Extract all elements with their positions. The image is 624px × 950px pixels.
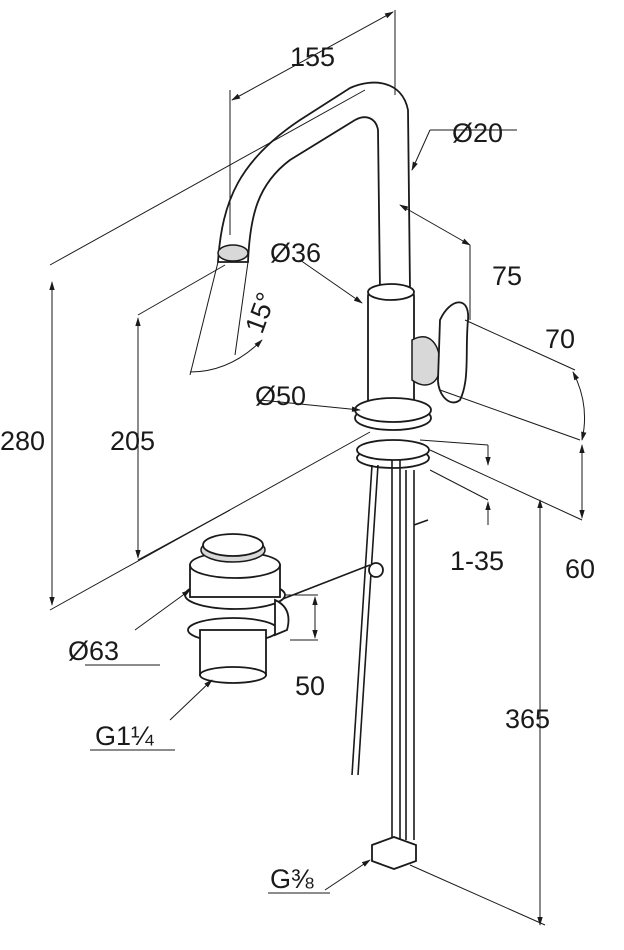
faucet-base <box>354 397 432 469</box>
label-hose-length: 365 <box>505 704 550 734</box>
label-deck-thickness: 1-35 <box>450 546 504 576</box>
label-spout-reach: 155 <box>290 42 335 72</box>
label-waste-thread: G1¼ <box>95 721 154 751</box>
label-handle-offset: 75 <box>492 261 522 291</box>
supply-hoses <box>279 460 429 870</box>
label-waste-height: 50 <box>295 671 325 701</box>
label-base-diameter: Ø50 <box>255 381 306 411</box>
pop-up-waste <box>184 533 290 684</box>
dimension-lines <box>49 10 587 926</box>
label-spout-diameter: Ø20 <box>452 118 503 148</box>
label-spout-angle: 15° <box>239 288 281 337</box>
faucet-body <box>367 283 469 406</box>
label-body-diameter: Ø36 <box>270 238 321 268</box>
label-handle-height: 70 <box>545 324 575 354</box>
label-spout-height: 205 <box>110 426 155 456</box>
label-total-height: 280 <box>0 426 45 456</box>
spout <box>217 81 411 291</box>
label-waste-diameter: Ø63 <box>68 636 119 666</box>
label-hose-thread: G⅜ <box>270 864 314 894</box>
label-base-to-handle: 60 <box>565 554 595 584</box>
